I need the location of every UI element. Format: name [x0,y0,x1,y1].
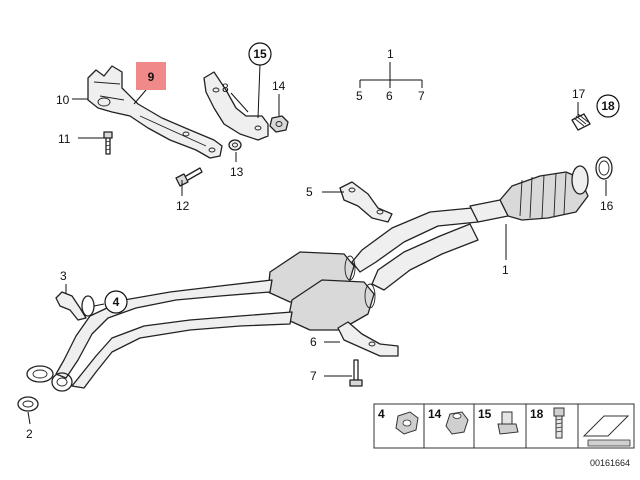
stud-icon [497,411,519,435]
bolt-icon [553,407,565,439]
callout-8: 8 [222,81,229,95]
callout-12: 12 [176,199,190,213]
leader-lines [27,62,607,425]
callout-4-circle [104,290,128,314]
callout-1: 1 [502,263,509,277]
nut-icon [445,411,469,435]
callout-18: 18 [601,99,615,113]
bolt-12 [175,167,203,187]
legend-num-4: 4 [378,407,385,421]
bolt-11 [103,131,113,155]
callout-14: 14 [272,79,286,93]
fastener-legend: 4 14 15 18 [373,403,635,449]
callout-15: 15 [253,47,267,61]
callout-18-circle [596,94,620,118]
spring-bolt-17 [571,113,591,131]
legend-num-15: 15 [478,407,492,421]
callout-9: 9 [148,70,155,84]
gasket-16 [595,156,613,180]
callout-11: 11 [58,132,71,146]
nut-icon [395,411,419,435]
callout-13: 13 [230,165,244,179]
bolt-7 [349,359,363,387]
callout-9-highlight [136,62,166,90]
callout-7: 7 [310,369,317,383]
callout-10: 10 [56,93,70,107]
legend-num-14: 14 [428,407,442,421]
hanger-5 [339,181,393,223]
callout-15-circle [248,42,272,66]
bracket-9 [87,65,223,159]
hanger-6 [337,321,399,357]
callout-6: 6 [310,335,317,349]
ring-4 [81,295,95,317]
callout-16: 16 [600,199,614,213]
callout-3: 3 [60,269,67,283]
exhaust-pipe-assembly-1 [26,207,479,392]
bracket-8 [203,71,269,141]
reference-arrow-icon [582,415,631,447]
callout-7-top: 7 [418,89,425,103]
callout-1-top: 1 [387,47,394,61]
callout-6-top: 6 [386,89,393,103]
document-number: 00161664 [590,458,630,468]
legend-num-18: 18 [530,407,544,421]
callout-2: 2 [26,427,33,441]
nut-14 [269,115,289,133]
washer-13 [228,139,242,151]
callout-5: 5 [306,185,313,199]
callout-5-top: 5 [356,89,363,103]
clamp-3 [55,291,87,321]
catalytic-converter [469,165,589,223]
callout-4: 4 [113,295,120,309]
gasket-2 [17,396,39,412]
callout-17: 17 [572,87,586,101]
